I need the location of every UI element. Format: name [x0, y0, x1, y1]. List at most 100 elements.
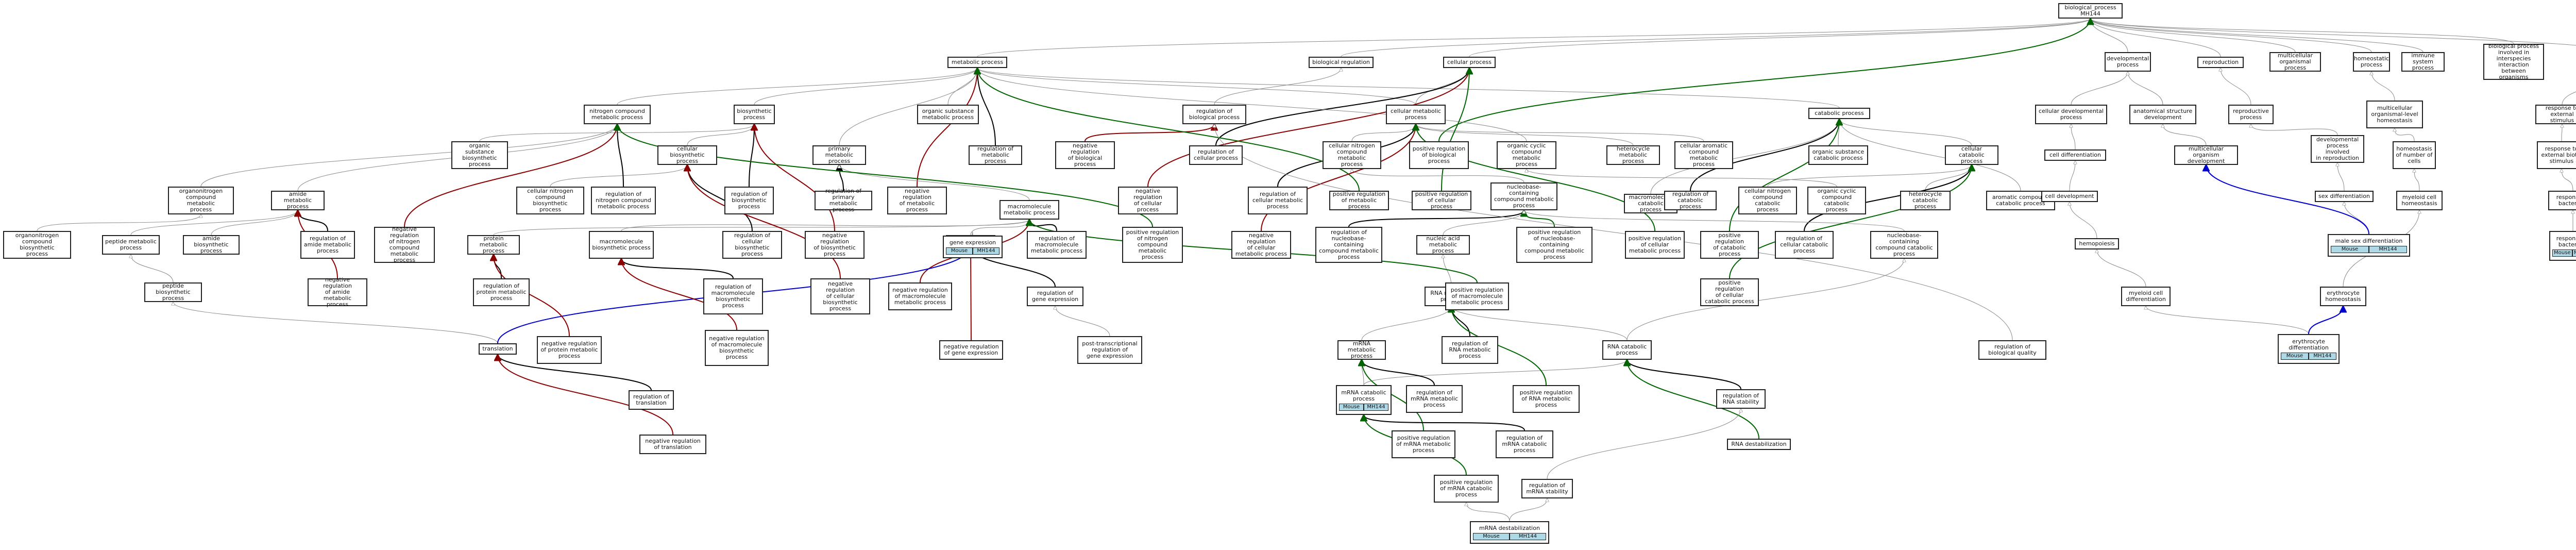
go-term-cellular-aromatic-met[interactable]: cellular aromatic compound metabolic pro… — [1674, 141, 1733, 169]
go-term-pos-reg-cellular[interactable]: positive regulation of cellular process — [1412, 191, 1471, 210]
go-term-pos-reg-cellular-cat[interactable]: positive regulation of cellular cataboli… — [1700, 278, 1759, 306]
go-term-organic-substance-bio[interactable]: organic substance biosynthetic process — [451, 141, 508, 169]
go-term-pos-reg-nitrogen-met[interactable]: positive regulation of nitrogen compound… — [1122, 227, 1183, 263]
go-term-reg-cellular-met[interactable]: regulation of cellular metabolic process — [1248, 187, 1308, 214]
go-term-translation[interactable]: translation — [479, 343, 517, 355]
go-term-reg-bio-process[interactable]: regulation of biological process — [1182, 105, 1246, 124]
go-term-dev-process-reproduction[interactable]: developmental process involved in reprod… — [2311, 135, 2364, 163]
go-term-reg-nitrogen-met[interactable]: regulation of nitrogen compound metaboli… — [591, 187, 656, 214]
go-term-hemopoiesis[interactable]: hemopoiesis — [2075, 238, 2119, 249]
go-term-neg-reg-protein-met[interactable]: negative regulation of protein metabolic… — [537, 336, 602, 364]
go-term-neg-reg-macromolecule-bio[interactable]: negative regulation of macromolecule bio… — [705, 330, 769, 366]
go-term-pos-reg-mrna-cat[interactable]: positive regulation of mRNA catabolic pr… — [1434, 475, 1499, 503]
go-term-neg-reg-cellular[interactable]: negative regulation of cellular process — [1118, 187, 1178, 214]
go-term-rna-cat[interactable]: RNA catabolic process — [1602, 340, 1652, 360]
go-term-reproductive-process[interactable]: reproductive process — [2228, 105, 2274, 124]
go-term-cellular-developmental[interactable]: cellular developmental process — [2035, 105, 2107, 124]
go-term-bp[interactable]: biological_process MH144 — [2058, 3, 2123, 19]
go-term-organic-substance-cat[interactable]: organic substance catabolic process — [1808, 145, 1868, 165]
go-term-organonitrogen-bio[interactable]: organonitrogen compound biosynthetic pro… — [3, 231, 71, 259]
go-term-pos-reg-catabolic[interactable]: positive regulation of catabolic process — [1700, 231, 1759, 259]
go-term-cellular-biosynthetic[interactable]: cellular biosynthetic process — [657, 145, 717, 165]
go-term-reg-mrna-stability[interactable]: regulation of mRNA stability — [1521, 479, 1573, 498]
go-term-organonitrogen-met[interactable]: organonitrogen compound metabolic proces… — [168, 187, 234, 214]
go-term-multicellular-homeostasis[interactable]: multicellular organismal-level homeostas… — [2366, 101, 2423, 128]
go-term-myeloid-diff[interactable]: myeloid cell differentiation — [2121, 287, 2171, 306]
go-term-catabolic[interactable]: catabolic process — [1808, 108, 1870, 119]
go-term-erythrocyte-homeostasis[interactable]: erythrocyte homeostasis — [2320, 287, 2366, 306]
go-term-neg-reg-cellular-bio[interactable]: negative regulation of cellular biosynth… — [810, 278, 870, 314]
go-term-reg-primary-met[interactable]: regulation of primary metabolic process — [815, 188, 872, 213]
go-term-cellular-nitrogen-cat[interactable]: cellular nitrogen compound catabolic pro… — [1738, 187, 1797, 214]
go-term-reg-rna-stability[interactable]: regulation of RNA stability — [1716, 389, 1766, 409]
go-term-reg-mrna-cat[interactable]: regulation of mRNA catabolic process — [1496, 430, 1553, 458]
go-term-reproduction[interactable]: reproduction — [2197, 57, 2244, 68]
go-term-pos-reg-macromolecule-met[interactable]: positive regulation of macromolecule met… — [1445, 282, 1509, 310]
go-term-reg-bio-quality[interactable]: regulation of biological quality — [1978, 340, 2046, 360]
go-term-rna-destabilization[interactable]: RNA destabilization — [1727, 439, 1791, 450]
go-term-pos-reg-bio[interactable]: positive regulation of biological proces… — [1409, 141, 1469, 169]
go-term-reg-nucleobase-met[interactable]: regulation of nucleobase-containing comp… — [1315, 227, 1382, 263]
go-term-macromolecule-met[interactable]: macromolecule metabolic process — [999, 200, 1059, 220]
go-term-biosynthetic[interactable]: biosynthetic process — [734, 105, 775, 124]
go-term-organic-cyclic-met[interactable]: organic cyclic compound metabolic proces… — [1497, 141, 1556, 169]
go-term-reg-macromolecule-bio[interactable]: regulation of macromolecule biosynthetic… — [703, 278, 763, 314]
go-term-pos-reg-nucleobase-met[interactable]: positive regulation of nucleobase-contai… — [1516, 227, 1592, 263]
go-term-neg-reg-cellular-met[interactable]: negative regulation of cellular metaboli… — [1231, 231, 1291, 259]
go-term-nucleobase-cat[interactable]: nucleobase-containing compound catabolic… — [1870, 231, 1938, 259]
go-term-peptide-met[interactable]: peptide metabolic process — [102, 235, 160, 255]
go-term-peptide-bio[interactable]: peptide biosynthetic process — [144, 282, 202, 302]
go-term-mrna-met[interactable]: mRNA metabolic process — [1337, 340, 1386, 360]
go-term-organic-substance-met[interactable]: organic substance metabolic process — [917, 105, 979, 124]
go-term-post-transcriptional[interactable]: post-transcriptional regulation of gene … — [1077, 336, 1142, 364]
go-term-reg-cellular-bio[interactable]: regulation of cellular biosynthetic proc… — [722, 231, 782, 259]
go-term-homeostatic[interactable]: homeostatic process — [2353, 52, 2390, 72]
go-term-bioreg[interactable]: biological regulation — [1309, 57, 1374, 68]
go-term-anatomical-structure-dev[interactable]: anatomical structure development — [2129, 105, 2196, 124]
go-term-response-external[interactable]: response to external stimulus — [2535, 105, 2576, 124]
go-term-response-external-biotic[interactable]: response to external biotic stimulus — [2537, 141, 2576, 169]
go-term-response-to-bacterium[interactable]: response to bacteriumMouseMH144 — [2549, 231, 2576, 261]
go-term-reg-amide-met[interactable]: regulation of amide metabolic process — [300, 231, 355, 259]
go-term-reg-catabolic[interactable]: regulation of catabolic process — [1664, 191, 1717, 210]
go-term-organic-cyclic-cat[interactable]: organic cyclic compound catabolic proces… — [1807, 187, 1866, 214]
go-term-reg-translation[interactable]: regulation of translation — [629, 390, 674, 410]
go-term-reg-biosynthetic[interactable]: regulation of biosynthetic process — [724, 187, 774, 214]
go-term-pos-reg-rna-met[interactable]: positive regulation of RNA metabolic pro… — [1513, 385, 1580, 413]
go-term-nucleic-acid-met[interactable]: nucleic acid metabolic process — [1416, 235, 1470, 255]
go-term-reg-cellular[interactable]: regulation of cellular process — [1189, 145, 1243, 165]
go-term-nucleobase-met[interactable]: nucleobase-containing compound metabolic… — [1490, 182, 1557, 210]
go-term-reg-macromolecule-met[interactable]: regulation of macromolecule metabolic pr… — [1027, 231, 1087, 259]
go-term-reg-protein-met[interactable]: regulation of protein metabolic process — [473, 278, 530, 306]
go-term-neg-reg-macromolecule-met[interactable]: negative regulation of macromolecule met… — [888, 282, 952, 310]
go-term-neg-reg-bio[interactable]: negative regulation of biological proces… — [1055, 141, 1115, 169]
go-term-myeloid-homeostasis[interactable]: myeloid cell homeostasis — [2396, 191, 2443, 210]
go-term-amide-met[interactable]: amide metabolic process — [271, 191, 325, 210]
go-term-cell-development[interactable]: cell development — [2041, 191, 2098, 202]
go-term-neg-reg-gene-expression[interactable]: negative regulation of gene expression — [939, 340, 1003, 360]
go-term-pos-reg-metabolic[interactable]: positive regulation of metabolic process — [1329, 191, 1389, 210]
go-term-neg-reg-translation[interactable]: negative regulation of translation — [639, 435, 706, 454]
go-term-cell-differentiation[interactable]: cell differentiation — [2044, 149, 2106, 161]
go-term-pos-reg-mrna-met[interactable]: positive regulation of mRNA metabolic pr… — [1392, 430, 1455, 458]
go-term-reg-metabolic[interactable]: regulation of metabolic process — [969, 145, 1022, 165]
go-term-multicellular-org-dev[interactable]: multicellular organism development — [2174, 145, 2238, 165]
go-term-neg-reg-metabolic[interactable]: negative regulation of metabolic process — [887, 187, 947, 214]
go-term-developmental[interactable]: developmental process — [2105, 52, 2151, 72]
go-term-interspecies[interactable]: biological process involved in interspec… — [2483, 43, 2544, 80]
go-term-cellular-catabolic[interactable]: cellular catabolic process — [1945, 145, 1998, 165]
go-term-sex-differentiation[interactable]: sex differentiation — [2315, 191, 2374, 202]
go-term-heterocycle-cat[interactable]: heterocycle catabolic process — [1900, 191, 1951, 210]
go-term-primary-metabolic[interactable]: primary metabolic process — [812, 145, 866, 165]
go-term-reg-rna-met[interactable]: regulation of RNA metabolic process — [1442, 336, 1498, 364]
go-term-response-bacterium[interactable]: response to bacterium — [2548, 191, 2576, 210]
go-term-cellular-nitrogen-bio[interactable]: cellular nitrogen compound biosynthetic … — [516, 187, 584, 214]
go-term-macromolecule-bio[interactable]: macromolecule biosynthetic process — [589, 231, 654, 259]
go-term-neg-reg-nitrogen-met[interactable]: negative regulation of nitrogen compound… — [374, 226, 435, 263]
go-term-multicellular[interactable]: multicellular organismal process — [2269, 52, 2321, 72]
go-term-metabolic[interactable]: metabolic process — [947, 57, 1007, 68]
go-term-cellular-process[interactable]: cellular process — [1443, 57, 1496, 68]
